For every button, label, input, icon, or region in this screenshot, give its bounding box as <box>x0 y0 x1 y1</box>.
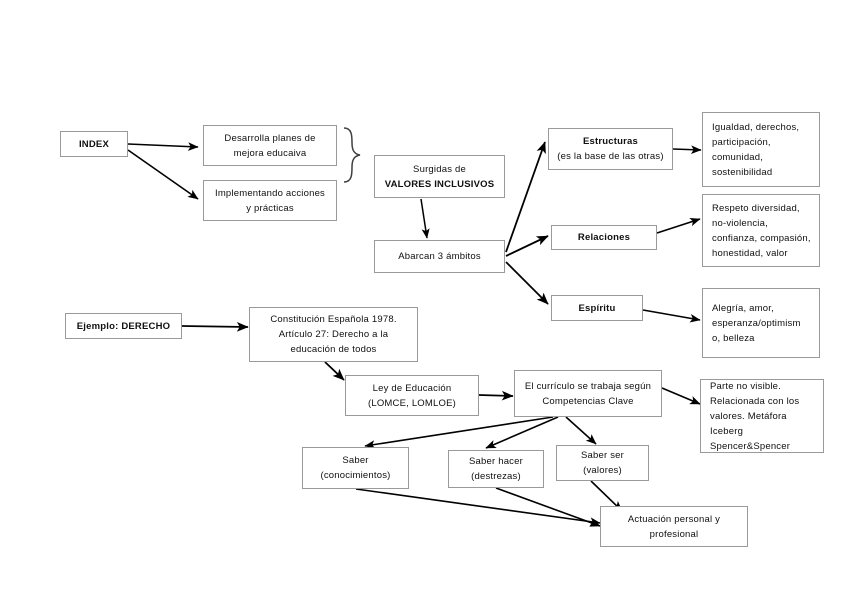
connector-saber-to-actuacion <box>355 488 601 526</box>
node-iceberg-line4: Spencer&Spencer <box>710 440 791 452</box>
node-constitucion[interactable]: Constitución Española 1978. Artículo 27:… <box>249 307 418 362</box>
node-saber-ser-line2: (valores) <box>583 465 622 476</box>
curly-brace <box>343 127 361 183</box>
node-saber-hacer[interactable]: Saber hacer (destrezas) <box>448 450 544 488</box>
node-respeto-detalles[interactable]: Respeto diversidad, no-violencia, confia… <box>702 194 820 267</box>
connector-abarcan-to-relaciones <box>505 235 549 257</box>
node-index-label: INDEX <box>78 138 110 150</box>
node-abarcan-ambitos[interactable]: Abarcan 3 ámbitos <box>374 240 505 273</box>
node-igualdad-detalles[interactable]: Igualdad, derechos, participación, comun… <box>702 112 820 187</box>
node-constitucion-line2: Artículo 27: Derecho a la <box>278 329 389 340</box>
node-constitucion-line3: educación de todos <box>290 344 377 355</box>
node-actuacion-personal[interactable]: Actuación personal y profesional <box>600 506 748 547</box>
node-abarcan-label: Abarcan 3 ámbitos <box>398 251 481 262</box>
connector-ley-to-curriculo <box>478 390 514 401</box>
node-saber-hacer-line1: Saber hacer <box>469 456 523 467</box>
node-espiritu-label: Espíritu <box>578 302 616 314</box>
node-implementando-acciones[interactable]: Implementando acciones y prácticas <box>203 180 337 221</box>
node-estructuras[interactable]: Estructuras (es la base de las otras) <box>548 128 673 170</box>
node-iceberg-line1: Parte no visible. <box>710 380 781 392</box>
node-igualdad-line1: Igualdad, derechos, <box>712 121 800 133</box>
node-constitucion-line1: Constitución Española 1978. <box>270 314 397 325</box>
node-saber-ser-line1: Saber ser <box>581 450 624 461</box>
connector-ejemplo-to-constitucion <box>181 321 249 332</box>
node-ejemplo-derecho[interactable]: Ejemplo: DERECHO <box>65 313 182 339</box>
node-respeto-line3: confianza, compasión, <box>712 232 811 244</box>
node-alegria-line2: esperanza/optimism <box>712 317 801 329</box>
node-respeto-line1: Respeto diversidad, <box>712 202 800 214</box>
node-iceberg-metafora[interactable]: Parte no visible. Relacionada con los va… <box>700 379 824 453</box>
node-ley-line1: Ley de Educación <box>372 382 452 394</box>
node-desarrolla-line2: mejora educaiva <box>233 147 307 159</box>
node-index[interactable]: INDEX <box>60 131 128 157</box>
node-valores-inclusivos[interactable]: Surgidas de VALORES INCLUSIVOS <box>374 155 505 198</box>
node-desarrolla-line1: Desarrolla planes de <box>224 132 316 144</box>
connector-index-to-desarrolla <box>127 142 199 151</box>
node-relaciones-label: Relaciones <box>577 232 631 243</box>
node-relaciones[interactable]: Relaciones <box>551 225 657 250</box>
node-ejemplo-label: Ejemplo: DERECHO <box>76 320 171 332</box>
connector-estructuras-to-igualdad <box>672 145 702 154</box>
connector-espiritu-to-alegria <box>642 309 701 323</box>
node-respeto-line2: no-violencia, <box>712 217 768 229</box>
node-actuacion-line1: Actuación personal y <box>627 513 721 525</box>
node-actuacion-line2: profesional <box>649 528 699 540</box>
node-ley-line2: (LOMCE, LOMLOE) <box>368 397 456 409</box>
node-implementando-line1: Implementando acciones <box>214 187 326 199</box>
node-respeto-line4: honestidad, valor <box>712 247 788 259</box>
node-curriculo-line1: El currículo se trabaja según <box>524 380 652 392</box>
node-iceberg-line3: valores. Metáfora Iceberg <box>710 410 787 437</box>
node-espiritu[interactable]: Espíritu <box>551 295 643 321</box>
connector-curriculo-to-saber-hacer <box>485 416 559 449</box>
connector-valores-to-abarcan <box>420 198 430 239</box>
connector-curriculo-to-saber <box>364 416 554 449</box>
connector-abarcan-to-espiritu <box>505 261 549 305</box>
node-implementando-line2: y prácticas <box>246 202 294 214</box>
node-saber-line1: Saber <box>342 455 369 466</box>
node-curriculo-line2: Competencias Clave <box>542 395 634 407</box>
node-saber-ser[interactable]: Saber ser (valores) <box>556 445 649 481</box>
node-desarrolla-planes[interactable]: Desarrolla planes de mejora educaiva <box>203 125 337 166</box>
connector-abarcan-to-estructuras <box>505 141 546 253</box>
connector-index-to-implementando <box>127 149 199 200</box>
node-ley-educacion[interactable]: Ley de Educación (LOMCE, LOMLOE) <box>345 375 479 416</box>
node-estructuras-line1: Estructuras <box>583 136 638 147</box>
node-curriculo-competencias[interactable]: El currículo se trabaja según Competenci… <box>514 370 662 417</box>
node-alegria-detalles[interactable]: Alegría, amor, esperanza/optimism o, bel… <box>702 288 820 358</box>
connector-curriculo-to-iceberg <box>661 387 701 405</box>
node-igualdad-line4: sostenibilidad <box>712 166 773 178</box>
connector-constitucion-to-ley <box>324 361 345 381</box>
node-igualdad-line3: comunidad, <box>712 151 764 163</box>
connector-curriculo-to-saber-ser <box>565 416 597 445</box>
node-alegria-line3: o, belleza <box>712 332 755 344</box>
node-iceberg-line2: Relacionada con los <box>710 395 800 407</box>
connector-saber-hacer-to-actuacion <box>495 487 601 527</box>
node-alegria-line1: Alegría, amor, <box>712 302 774 314</box>
node-valores-line1: Surgidas de <box>413 163 466 175</box>
node-valores-line2: VALORES INCLUSIVOS <box>384 178 495 190</box>
node-estructuras-line2: (es la base de las otras) <box>557 151 664 162</box>
node-saber-hacer-line2: (destrezas) <box>471 471 521 482</box>
connector-relaciones-to-respeto <box>656 217 701 234</box>
node-saber-line2: (conocimientos) <box>320 470 391 481</box>
node-igualdad-line2: participación, <box>712 136 771 148</box>
node-saber[interactable]: Saber (conocimientos) <box>302 447 409 489</box>
